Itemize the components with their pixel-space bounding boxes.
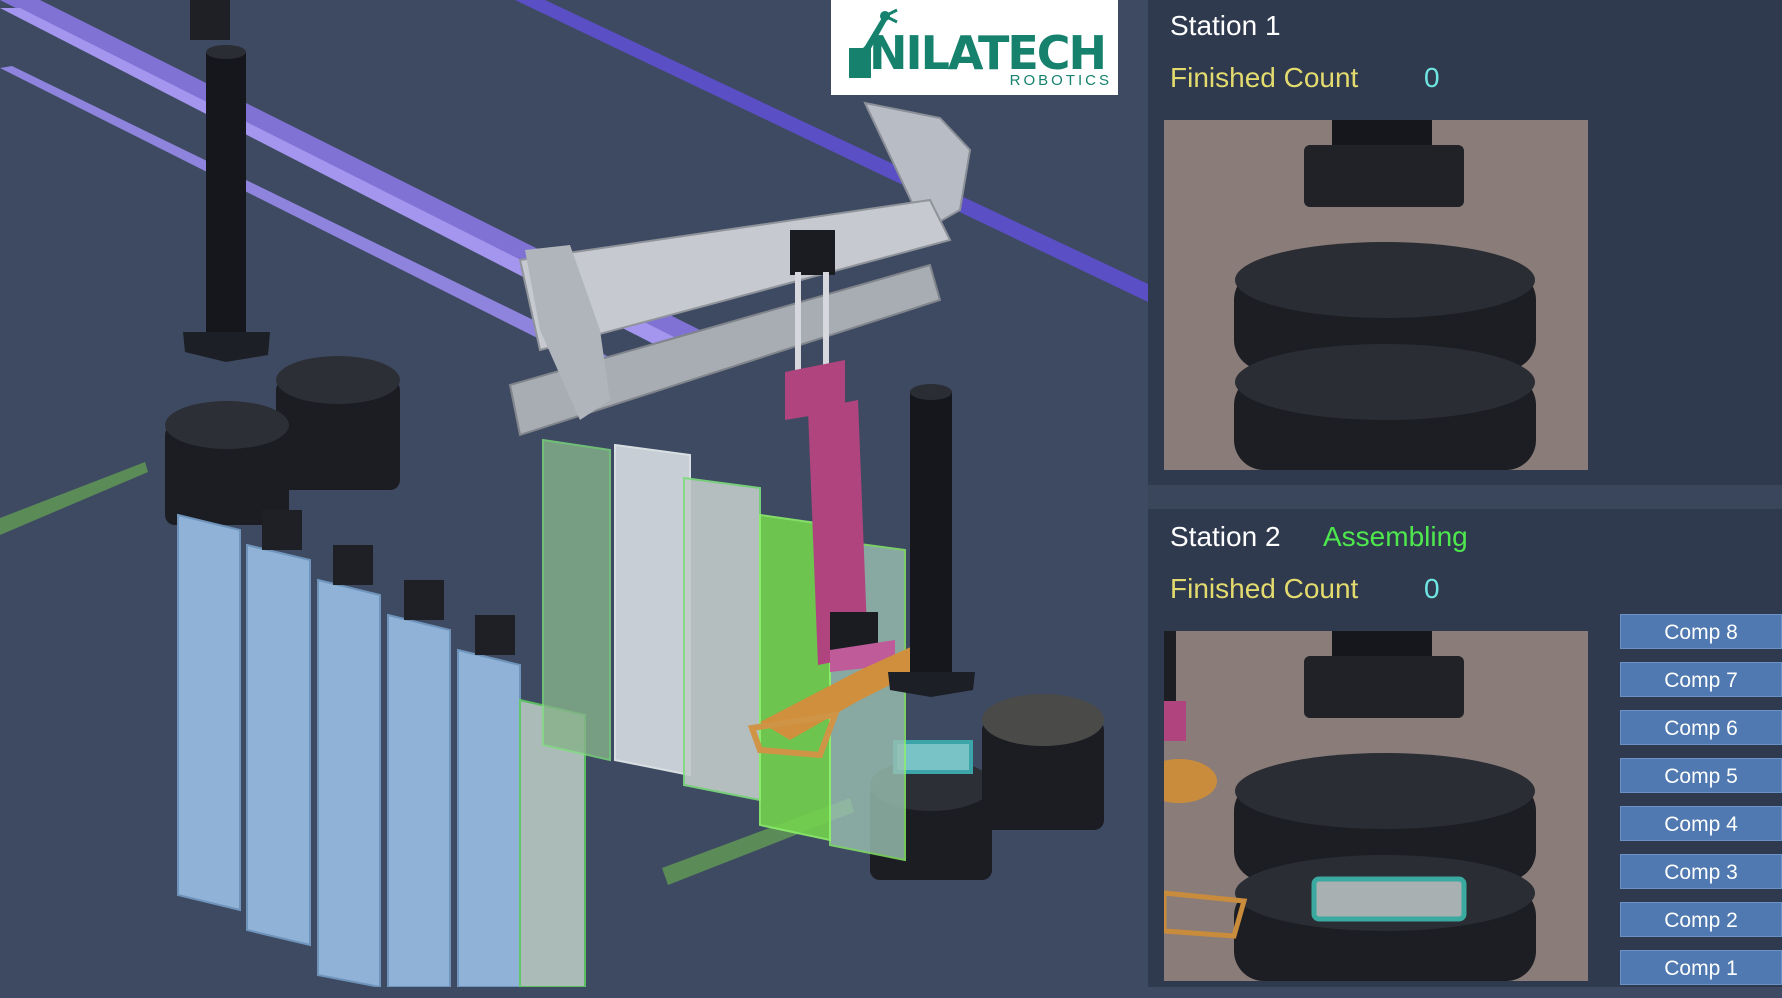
station-1-count-value: 0: [1424, 62, 1440, 93]
station-2-status: Assembling: [1323, 521, 1468, 552]
support-pillar-right: [888, 384, 975, 697]
simulation-viewport[interactable]: [0, 0, 1150, 987]
component-button-list: Comp 8 Comp 7 Comp 6 Comp 5 Comp 4 Comp …: [1620, 614, 1782, 998]
comp-1-button[interactable]: Comp 1: [1620, 950, 1782, 985]
logo-brand: NILATECH: [869, 26, 1107, 80]
comp-2-button[interactable]: Comp 2: [1620, 902, 1782, 937]
station-2-count-label: Finished Count: [1170, 573, 1359, 604]
station-1-panel: Station 1 Finished Count 0: [1148, 0, 1782, 485]
station-1-count-label: Finished Count: [1170, 62, 1359, 93]
comp-3-button[interactable]: Comp 3: [1620, 854, 1782, 889]
station-2-count-value: 0: [1424, 573, 1440, 604]
tray-stacks: [519, 438, 906, 987]
robot-arm-icon: [849, 8, 898, 78]
gantry-arm: [508, 101, 972, 759]
panel-divider: [1148, 485, 1782, 509]
station-2-camera-view: [1164, 631, 1588, 981]
station-1-title: Station 1: [1170, 10, 1281, 41]
station-2-camera-render: [1164, 631, 1536, 981]
logo-subtitle: ROBOTICS: [1009, 72, 1112, 89]
station-1-camera-view: [1164, 120, 1588, 470]
component-feeders: [177, 0, 521, 987]
comp-5-button[interactable]: Comp 5: [1620, 758, 1782, 793]
station-1-camera-render: [1234, 120, 1536, 470]
station-2-title: Station 2: [1170, 521, 1281, 552]
comp-8-button[interactable]: Comp 8: [1620, 614, 1782, 649]
nilatech-logo: NILATECH ROBOTICS: [831, 0, 1118, 95]
comp-7-button[interactable]: Comp 7: [1620, 662, 1782, 697]
comp-6-button[interactable]: Comp 6: [1620, 710, 1782, 745]
comp-4-button[interactable]: Comp 4: [1620, 806, 1782, 841]
support-pillar-left: [183, 45, 270, 362]
